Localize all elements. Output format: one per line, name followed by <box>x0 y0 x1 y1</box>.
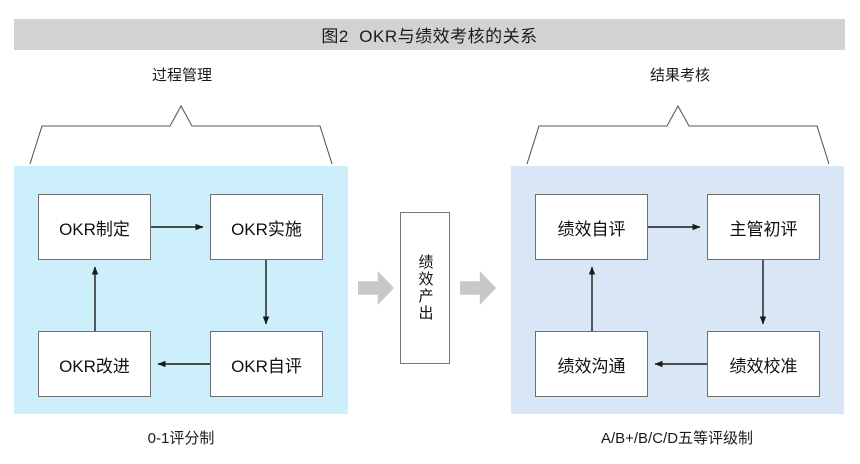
right-section-brace-icon <box>526 104 830 165</box>
performance-output-box[interactable]: 绩效产出 <box>400 212 450 364</box>
arrow-right-icon-out <box>460 271 496 305</box>
left-section-brace-icon <box>29 104 333 165</box>
right-section-caption: A/B+/B/C/D五等评级制 <box>600 430 754 447</box>
arrow-right-icon-in <box>358 271 394 305</box>
node-okr-plan[interactable]: OKR制定 <box>38 194 151 260</box>
left-section-heading: 过程管理 <box>151 67 212 84</box>
left-section-caption: 0-1评分制 <box>147 430 215 447</box>
node-self-review[interactable]: 绩效自评 <box>535 194 648 260</box>
right-section-heading: 结果考核 <box>649 67 710 84</box>
figure-title-bar: 图2 OKR与绩效考核的关系 <box>14 19 845 50</box>
process-management-panel: OKR制定 OKR实施 OKR自评 OKR改进 <box>14 166 348 414</box>
node-okr-improve[interactable]: OKR改进 <box>38 331 151 397</box>
node-manager-review[interactable]: 主管初评 <box>707 194 820 260</box>
performance-output-label: 绩效产出 <box>416 254 434 322</box>
node-calibration[interactable]: 绩效校准 <box>707 331 820 397</box>
result-assessment-panel: 绩效自评 主管初评 绩效校准 绩效沟通 <box>511 166 844 414</box>
node-communication[interactable]: 绩效沟通 <box>535 331 648 397</box>
node-okr-execute[interactable]: OKR实施 <box>210 194 323 260</box>
figure-title: 图2 OKR与绩效考核的关系 <box>321 27 538 46</box>
node-okr-review[interactable]: OKR自评 <box>210 331 323 397</box>
